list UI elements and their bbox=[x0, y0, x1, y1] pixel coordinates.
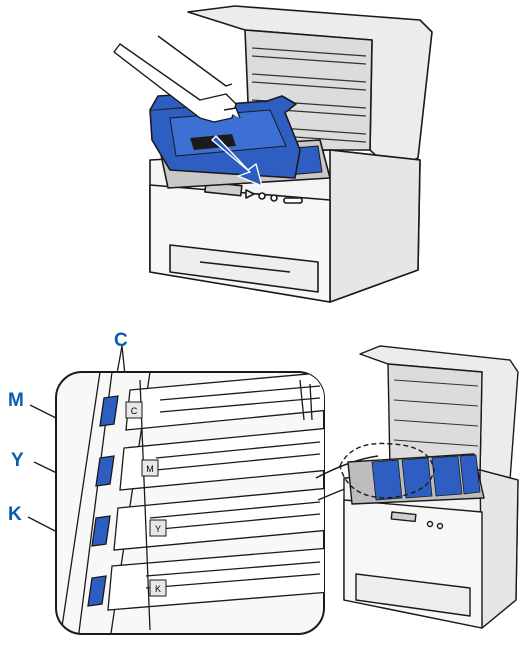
slot-tags: C M Y K bbox=[125, 401, 167, 597]
top-printer bbox=[113, 5, 433, 303]
callout-label-m: M bbox=[8, 390, 24, 411]
slot-tag-m: M bbox=[146, 464, 154, 474]
slot-tag-y: Y bbox=[155, 524, 161, 534]
slot-tag-k: K bbox=[155, 584, 161, 594]
hand-illustration bbox=[113, 35, 241, 123]
zoom-inset: C M Y K bbox=[55, 371, 325, 635]
bottom-printer bbox=[339, 345, 519, 629]
callout-label-c: C bbox=[114, 330, 128, 351]
callout-label-y: Y bbox=[11, 450, 24, 471]
highlight-region bbox=[339, 442, 435, 499]
paper-tray bbox=[169, 244, 319, 293]
callout-label-k: K bbox=[8, 504, 22, 525]
insert-arrow bbox=[211, 135, 263, 187]
slot-tag-c: C bbox=[131, 406, 138, 416]
drum-unit bbox=[149, 93, 301, 179]
